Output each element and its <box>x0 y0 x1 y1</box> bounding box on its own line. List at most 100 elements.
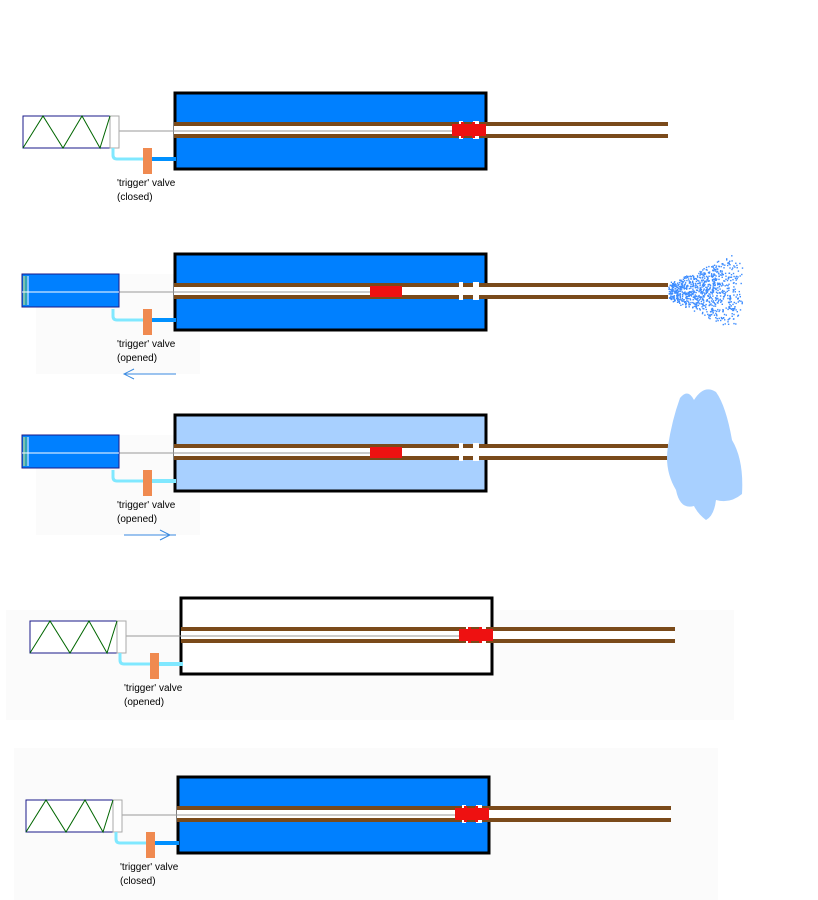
spray-dot <box>680 286 682 289</box>
spray-dot <box>699 298 702 300</box>
spray-dot <box>727 323 730 325</box>
spray-dot <box>703 282 705 285</box>
spray-dot <box>679 296 682 299</box>
spray-dot <box>676 297 678 300</box>
spray-dot <box>683 277 686 280</box>
spray-dot <box>706 299 708 301</box>
spray-dot <box>733 322 735 325</box>
spray-dot <box>741 301 743 303</box>
spray-dot <box>668 290 671 293</box>
spray-dot <box>686 287 688 289</box>
spray-dot <box>710 297 712 299</box>
hose-inlet <box>111 309 145 322</box>
spray-dot <box>689 299 692 301</box>
spray-dot <box>684 282 687 284</box>
spray-dot <box>724 264 726 266</box>
spray-dot <box>702 295 705 297</box>
spray-dot <box>714 279 716 282</box>
spray-dot <box>707 285 709 287</box>
spray-dot <box>671 288 673 290</box>
spray-dot <box>729 267 731 269</box>
spray-dot <box>687 300 689 302</box>
spray-dot <box>683 288 686 290</box>
spray-dot <box>695 302 697 304</box>
spray-dot <box>690 295 693 297</box>
spray-dot <box>706 288 708 290</box>
gate-gap <box>473 443 479 461</box>
spray-dot <box>699 283 701 285</box>
spray-dot <box>701 273 704 275</box>
spray-dot <box>708 280 710 282</box>
spray-dot <box>672 296 674 298</box>
spray-dot <box>711 298 714 300</box>
spray-dot <box>668 293 671 295</box>
spray-dot <box>677 286 679 289</box>
spray-dot <box>679 288 681 290</box>
spray-dot <box>671 295 673 297</box>
spray-dot <box>717 300 720 302</box>
spray-dot <box>695 283 697 285</box>
spray-dot <box>708 304 710 307</box>
spray-dot <box>681 300 683 302</box>
spray-dot <box>692 290 694 292</box>
spray-dot <box>733 294 735 296</box>
solenoid-housing <box>22 115 120 149</box>
spray-dot <box>715 314 718 316</box>
spray-dot <box>711 266 713 268</box>
spray-dot <box>702 303 705 305</box>
spray-dot <box>726 259 728 261</box>
spray-dot <box>693 310 696 312</box>
spray-dot <box>720 319 722 322</box>
cloud-shape <box>667 389 743 520</box>
spray-dot <box>698 282 700 284</box>
spray-dot <box>728 261 730 264</box>
spray-dot <box>711 276 714 278</box>
spray-dot <box>675 291 678 293</box>
spray-dot <box>741 267 744 269</box>
spray-dot <box>708 317 710 319</box>
spray-dot <box>697 287 699 289</box>
spray-dot <box>671 297 673 300</box>
spray-dot <box>715 288 717 291</box>
spray-dot <box>674 285 676 288</box>
spray-dot <box>741 302 743 305</box>
spray-dot <box>691 281 694 283</box>
spray-dot <box>671 283 674 285</box>
spray-dot <box>674 283 677 285</box>
spray-dot <box>675 284 677 286</box>
piston <box>370 286 402 297</box>
spray-dot <box>699 289 701 291</box>
spray-dot <box>679 299 681 301</box>
spray-dot <box>700 292 702 294</box>
spray-dot <box>696 302 699 304</box>
spray-dot <box>686 298 688 300</box>
trigger-valve-label: 'trigger' valve <box>120 862 179 873</box>
spray-dot <box>694 296 697 298</box>
spray-dot <box>699 276 701 278</box>
spray-dot <box>689 285 692 288</box>
spray-dot <box>740 300 742 302</box>
spray-dot <box>713 281 715 283</box>
trigger-valve <box>150 653 159 679</box>
spray-dot <box>701 303 703 305</box>
spray-dot <box>671 292 673 295</box>
spray-dot <box>703 280 706 283</box>
spray-dot <box>693 291 696 293</box>
spray-dot <box>719 309 721 311</box>
spray-dot <box>687 276 689 279</box>
spray-dot <box>717 319 719 322</box>
spray-dot <box>699 270 701 273</box>
spray-dot <box>692 274 694 277</box>
spray-dot <box>684 293 686 295</box>
spray-dot <box>712 309 714 312</box>
spray-dot <box>705 275 708 278</box>
piston <box>459 629 493 641</box>
hose-inlet <box>111 148 145 161</box>
spray-dot <box>707 277 709 279</box>
spray-dot <box>736 267 738 269</box>
spray-dot <box>730 301 732 303</box>
spray-dot <box>670 297 672 299</box>
spray-dot <box>718 273 720 275</box>
spray-dot <box>704 314 706 316</box>
spray-dot <box>704 277 706 279</box>
